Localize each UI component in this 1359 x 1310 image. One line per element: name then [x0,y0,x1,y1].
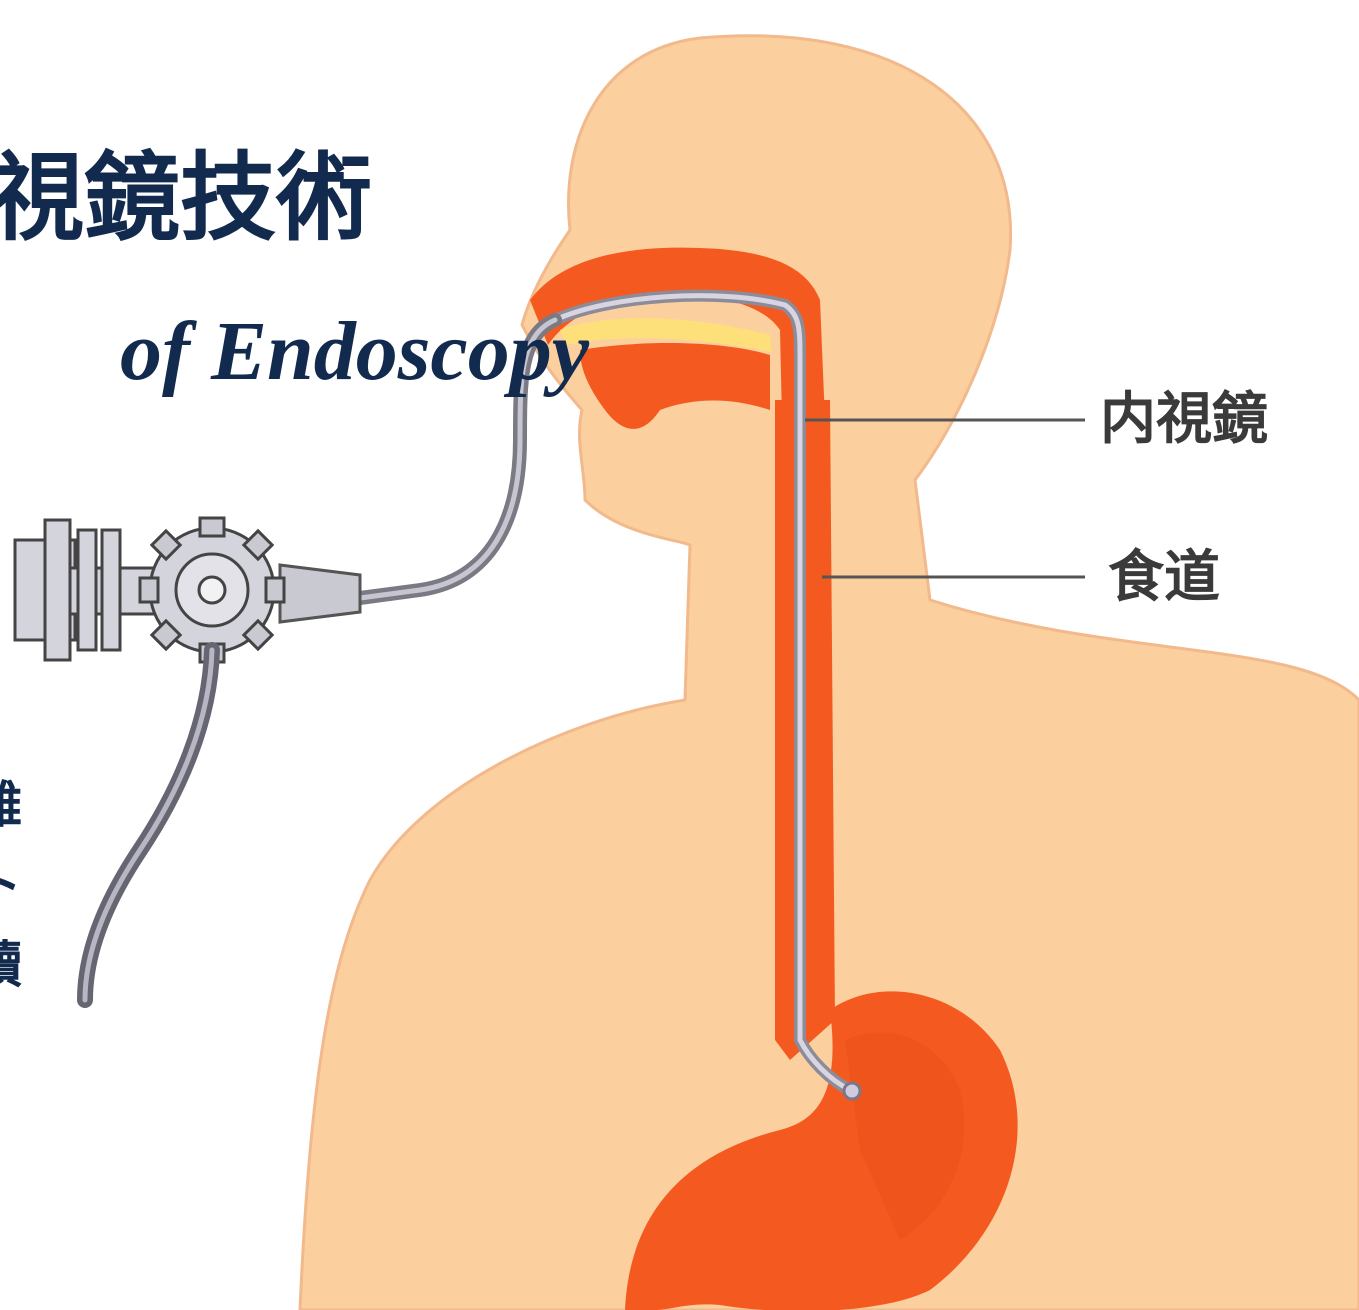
side-text-char-3: 讀 [0,940,22,990]
side-text-char-1: 雜 [0,780,22,830]
control-ring-segments [45,520,120,660]
side-text-char-2: ト [0,860,22,910]
endoscope-umbilical-cord [85,650,212,1000]
endoscope-handle-cone [280,565,360,622]
page-title-zh: 視鏡技術 [0,150,372,246]
endoscope-tip [844,1083,860,1099]
control-wheel [140,518,284,662]
endoscope-label: 内視鏡 [1100,392,1268,448]
page-title-en: of Endoscopy [120,310,589,394]
esophagus-label: 食道 [1108,550,1220,606]
